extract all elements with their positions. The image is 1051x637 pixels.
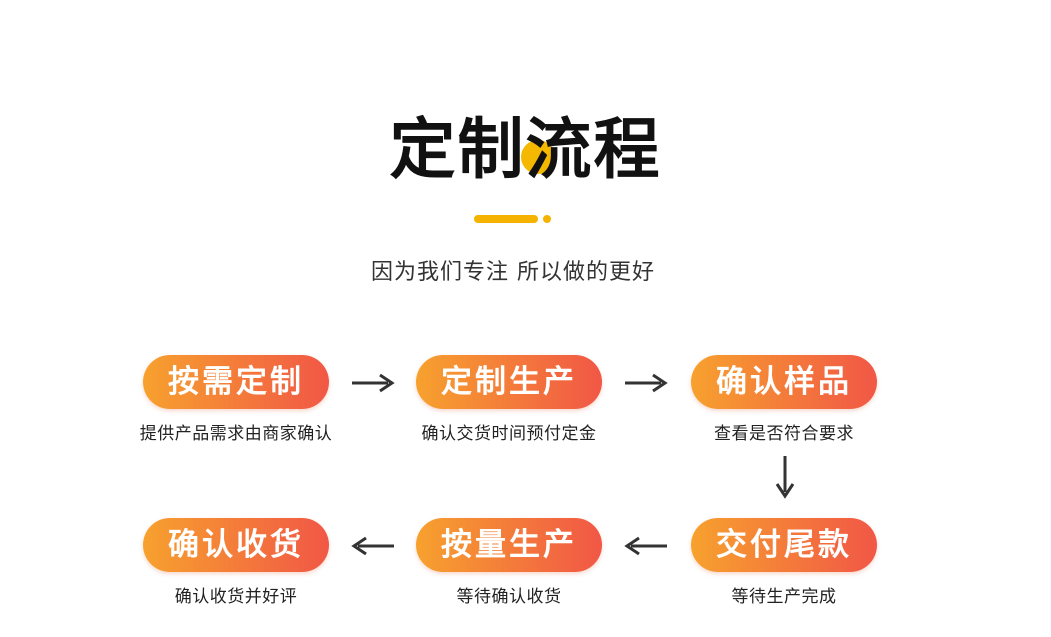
flow-step-1: 按需定制 提供产品需求由商家确认 <box>116 355 356 444</box>
title-decoration-dot <box>520 140 555 174</box>
title-underline-dot <box>543 215 551 223</box>
arrow-right-icon <box>625 373 668 393</box>
arrow-down-icon <box>775 456 795 499</box>
flow-step-2: 定制生产 确认交货时间预付定金 <box>389 355 629 444</box>
step-label-pill: 定制生产 <box>416 355 602 409</box>
title-underline-bar <box>474 215 538 223</box>
step-description: 等待生产完成 <box>731 587 837 607</box>
flow-step-4: 交付尾款 等待生产完成 <box>664 518 904 607</box>
step-description: 确认收货并好评 <box>174 587 298 607</box>
step-description: 提供产品需求由商家确认 <box>139 424 333 444</box>
flow-step-3: 确认样品 查看是否符合要求 <box>664 355 904 444</box>
step-description: 确认交货时间预付定金 <box>421 424 597 444</box>
step-label-pill: 按需定制 <box>143 355 329 409</box>
step-label-pill: 按量生产 <box>416 518 602 572</box>
step-description: 等待确认收货 <box>456 587 562 607</box>
arrow-left-icon <box>351 536 394 556</box>
arrow-right-icon <box>352 373 395 393</box>
flow-step-5: 按量生产 等待确认收货 <box>389 518 629 607</box>
page-subtitle: 因为我们专注 所以做的更好 <box>371 260 655 285</box>
page-title: 定制流程 <box>390 96 662 192</box>
step-description: 查看是否符合要求 <box>714 424 854 444</box>
flow-step-6: 确认收货 确认收货并好评 <box>116 518 356 607</box>
title-block: 定制流程 <box>0 96 1051 192</box>
page-title-text: 定制流程 <box>389 111 662 188</box>
step-label-pill: 确认样品 <box>691 355 877 409</box>
arrow-left-icon <box>624 536 667 556</box>
step-label-pill: 确认收货 <box>143 518 329 572</box>
step-label-pill: 交付尾款 <box>691 518 877 572</box>
